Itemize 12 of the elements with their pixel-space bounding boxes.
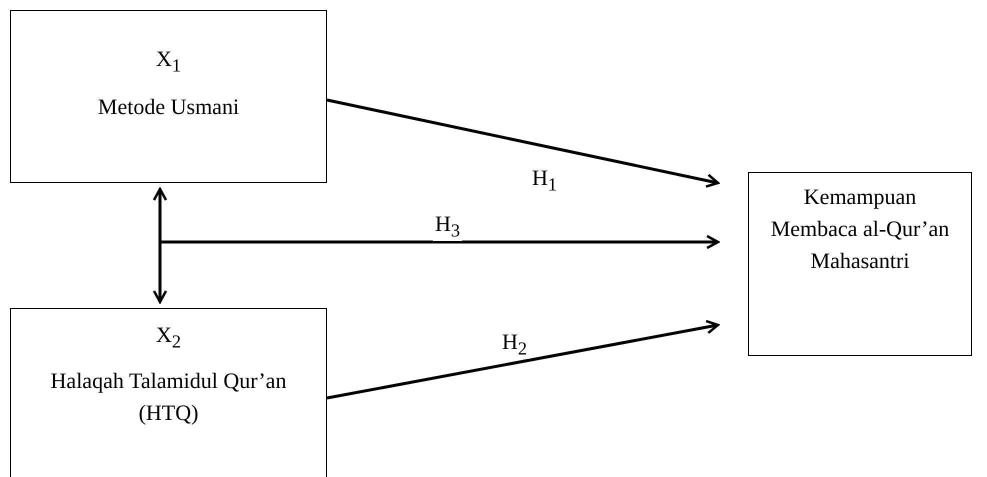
- box-text: Metode Usmani: [98, 92, 240, 121]
- text-box: [748, 172, 972, 356]
- variable-label: X$_{2}$: [156, 321, 182, 354]
- text-box: [10, 10, 327, 183]
- arrow: [326, 320, 720, 400]
- box-text: Kemampuan Membaca al-Qur’an Mahasantri: [770, 183, 950, 275]
- box-text: Halaqah Talamidul Qur’an (HTQ): [50, 366, 288, 427]
- arrow: [160, 234, 720, 250]
- arrow: [152, 188, 168, 304]
- text-box: [10, 308, 327, 477]
- variable-label: X$_{1}$: [156, 45, 182, 78]
- arrow: [326, 98, 720, 188]
